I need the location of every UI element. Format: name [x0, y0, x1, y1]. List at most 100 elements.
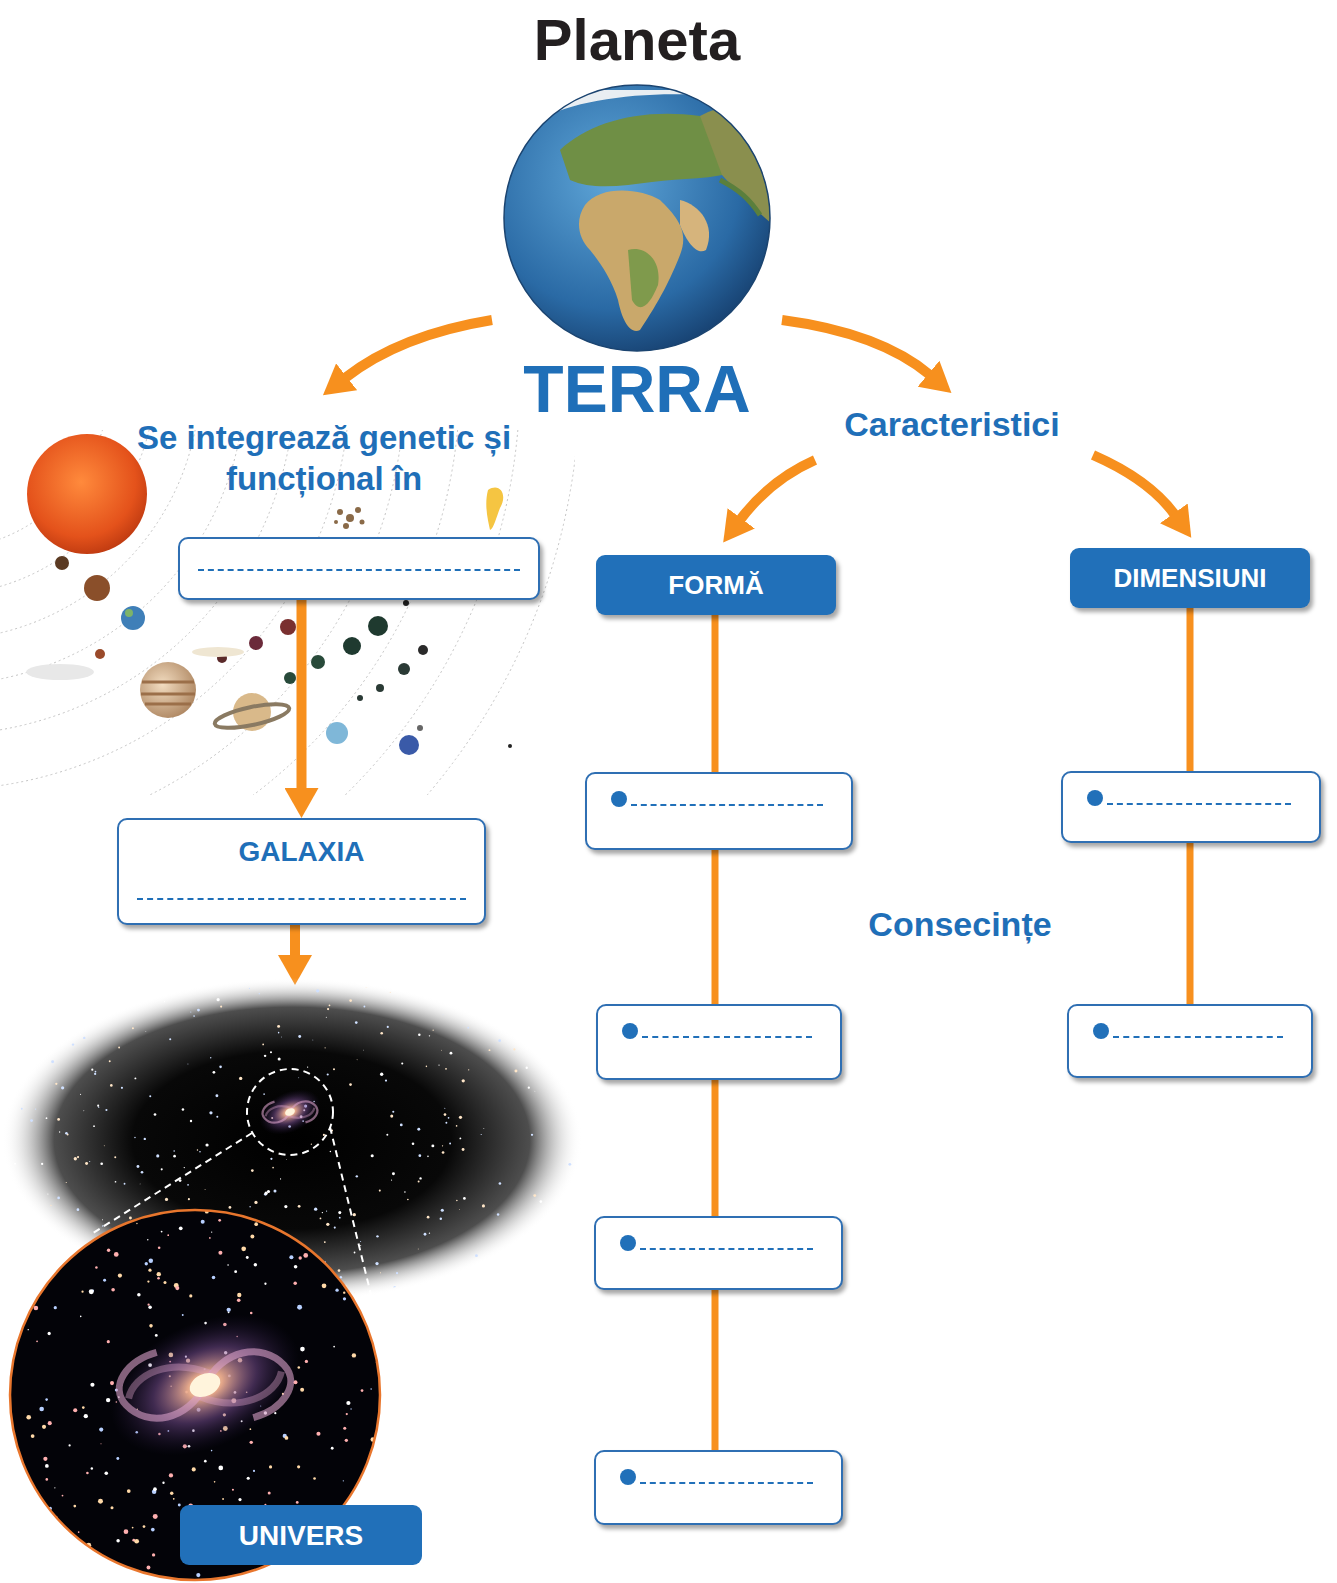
star — [147, 1566, 151, 1570]
star — [98, 1107, 99, 1108]
star — [281, 1036, 283, 1038]
star — [466, 987, 468, 989]
star — [354, 1252, 356, 1254]
star — [444, 1113, 447, 1116]
category-box: FORMĂ — [596, 555, 836, 615]
answer-box — [594, 1450, 843, 1525]
star — [529, 1038, 531, 1040]
star — [380, 1272, 381, 1273]
star — [462, 1148, 465, 1151]
star — [190, 1011, 191, 1012]
star — [327, 1073, 329, 1075]
star — [262, 1044, 264, 1046]
star — [144, 1138, 146, 1140]
star — [324, 1241, 326, 1243]
planet — [398, 663, 410, 675]
star — [375, 1499, 376, 1500]
star — [137, 1293, 141, 1297]
star — [412, 1142, 415, 1145]
star — [222, 1498, 224, 1500]
star — [353, 1213, 356, 1216]
star — [39, 1241, 41, 1243]
spiral-galaxy — [186, 1368, 224, 1401]
star — [11, 988, 14, 991]
category-box: DIMENSIUNI — [1070, 548, 1310, 608]
star — [157, 1272, 161, 1276]
saturn-ring — [213, 699, 291, 732]
star — [156, 1154, 159, 1157]
star — [12, 1000, 15, 1003]
star — [345, 1439, 348, 1442]
star — [273, 1190, 276, 1193]
cloud — [26, 664, 94, 680]
star — [109, 1060, 111, 1062]
star — [300, 1388, 304, 1392]
star — [328, 1576, 329, 1577]
star — [103, 1279, 106, 1282]
answer-box — [594, 1216, 843, 1290]
star — [462, 1079, 465, 1082]
star — [445, 1068, 447, 1070]
star — [78, 1531, 80, 1533]
star — [102, 1225, 104, 1227]
star — [114, 1156, 116, 1158]
star — [351, 1236, 355, 1240]
star — [218, 1251, 222, 1255]
star — [440, 1218, 442, 1220]
star — [285, 1158, 287, 1160]
star — [353, 1292, 355, 1294]
bullet-dot — [1093, 1023, 1109, 1039]
star — [321, 1209, 325, 1213]
star — [373, 1247, 375, 1249]
star — [360, 1241, 361, 1242]
star — [268, 1491, 271, 1494]
star — [246, 1256, 249, 1259]
spiral-galaxy — [284, 1107, 296, 1118]
branch-arrow — [782, 320, 930, 375]
branch-arrow — [1093, 455, 1175, 515]
star — [278, 1057, 281, 1060]
star — [305, 1360, 308, 1363]
star — [182, 1108, 185, 1111]
star — [429, 1233, 430, 1234]
star — [155, 1334, 158, 1337]
star — [234, 1270, 237, 1273]
star — [163, 1281, 166, 1284]
star — [6, 1239, 9, 1242]
diagram-title: Planeta — [387, 4, 887, 77]
star — [390, 992, 391, 993]
star — [48, 1421, 52, 1425]
star — [540, 1200, 543, 1203]
star — [297, 1305, 302, 1310]
star — [333, 1068, 335, 1070]
star — [105, 1109, 107, 1111]
star — [111, 1506, 114, 1509]
star — [298, 1077, 300, 1079]
star — [137, 1165, 140, 1168]
star — [264, 1192, 267, 1195]
star — [107, 1249, 110, 1252]
star — [489, 1049, 491, 1051]
star — [326, 1223, 329, 1226]
star — [556, 1269, 559, 1272]
blank-line — [1107, 803, 1291, 805]
star — [481, 993, 482, 994]
star — [23, 1513, 27, 1517]
star — [346, 1401, 350, 1405]
blank-line — [1113, 1036, 1283, 1038]
star — [60, 1029, 61, 1030]
planet — [403, 600, 409, 606]
planet — [357, 695, 363, 701]
star — [184, 1167, 185, 1168]
star — [241, 1247, 246, 1252]
star — [513, 1048, 515, 1050]
star — [74, 1240, 76, 1242]
star — [264, 1055, 266, 1057]
star — [250, 1441, 253, 1444]
star — [143, 1525, 146, 1528]
asteroids — [343, 523, 349, 529]
star — [520, 1275, 522, 1277]
star — [456, 1200, 458, 1202]
star — [375, 1213, 377, 1215]
star — [339, 1217, 341, 1219]
